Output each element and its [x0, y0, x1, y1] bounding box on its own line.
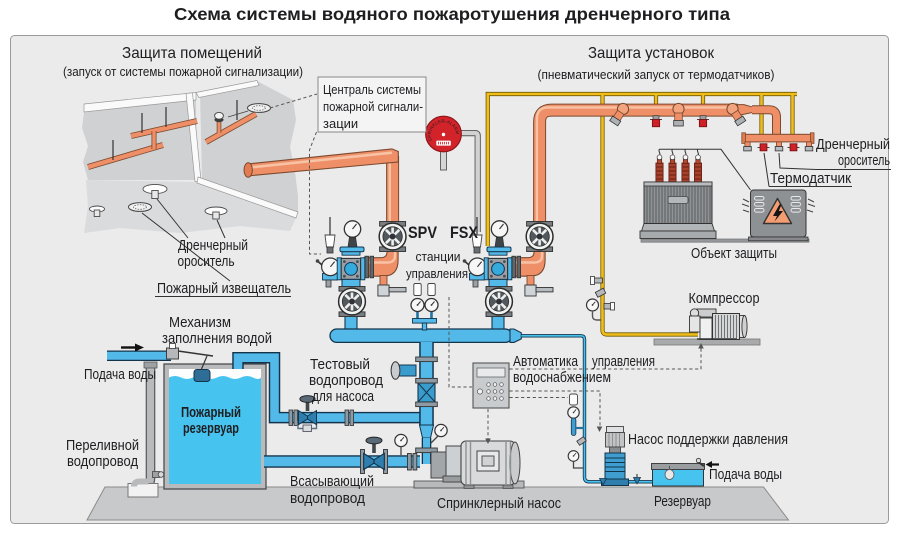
svg-text:Термодатчик: Термодатчик: [770, 170, 851, 187]
svg-text:(пневматический запуск от терм: (пневматический запуск от термодатчиков): [538, 68, 775, 82]
svg-text:Централь системы: Централь системы: [323, 82, 421, 97]
svg-text:для насоса: для насоса: [312, 388, 374, 405]
svg-text:водопровод: водопровод: [309, 372, 383, 389]
svg-text:Подача воды: Подача воды: [709, 466, 782, 483]
svg-text:водопровод: водопровод: [290, 490, 365, 507]
svg-text:Резервуар: Резервуар: [654, 493, 711, 510]
svg-text:Автоматика: Автоматика: [513, 353, 578, 370]
svg-text:Механизм: Механизм: [169, 314, 231, 331]
svg-text:Пожарный: Пожарный: [181, 404, 241, 421]
svg-text:Насос поддержки давления: Насос поддержки давления: [628, 431, 788, 448]
svg-text:ороситель: ороситель: [178, 253, 235, 270]
svg-text:ороситель: ороситель: [838, 152, 890, 169]
svg-text:Компрессор: Компрессор: [689, 290, 760, 307]
svg-text:(запуск от системы пожарной си: (запуск от системы пожарной сигнализации…: [63, 65, 303, 79]
svg-text:Объект защиты: Объект защиты: [691, 245, 777, 262]
svg-text:Тестовый: Тестовый: [310, 356, 370, 373]
svg-text:Всасывающий: Всасывающий: [290, 473, 374, 490]
svg-text:Спринклерный насос: Спринклерный насос: [437, 495, 561, 512]
svg-text:Дренчерный: Дренчерный: [816, 136, 890, 153]
svg-text:SPV: SPV: [408, 224, 437, 242]
svg-text:станции: станции: [416, 249, 461, 264]
svg-text:управления: управления: [592, 353, 655, 370]
svg-text:Защита установок: Защита установок: [588, 45, 715, 62]
svg-text:Пожарный извещатель: Пожарный извещатель: [157, 280, 291, 297]
svg-text:резервуар: резервуар: [183, 420, 239, 437]
svg-text:Переливной: Переливной: [66, 437, 139, 454]
svg-text:Схема системы водяного пожарот: Схема системы водяного пожаротушения дре…: [174, 4, 730, 24]
svg-text:Дренчерный: Дренчерный: [178, 237, 248, 254]
svg-text:Защита помещений: Защита помещений: [122, 45, 262, 62]
svg-text:водопровод: водопровод: [67, 453, 138, 470]
svg-text:заполнения водой: заполнения водой: [162, 330, 272, 347]
svg-text:FSX: FSX: [450, 224, 478, 242]
svg-text:зации: зации: [323, 116, 358, 131]
svg-text:пожарной сигнали-: пожарной сигнали-: [323, 99, 423, 114]
svg-text:управления: управления: [406, 266, 468, 281]
svg-text:Подача воды: Подача воды: [84, 366, 156, 383]
svg-text:водоснабжением: водоснабжением: [513, 369, 611, 386]
